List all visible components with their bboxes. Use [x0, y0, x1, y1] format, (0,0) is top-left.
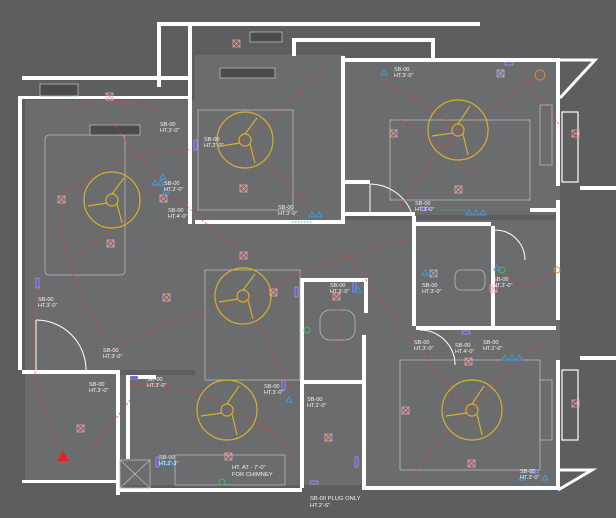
ceiling-light-icon	[239, 184, 248, 193]
socket-triangle-icon	[501, 354, 523, 361]
socket-triangle-icon	[541, 474, 549, 481]
ceiling-light-icon	[232, 39, 241, 48]
switch-board-icon	[155, 456, 160, 468]
switch-board-icon	[281, 379, 286, 391]
ceiling-light-icon	[464, 357, 473, 366]
socket-triangle-icon	[308, 211, 323, 218]
ceiling-light-icon	[571, 399, 580, 408]
switch-board-icon	[529, 469, 539, 474]
ceiling-light-icon	[389, 129, 398, 138]
ceiling-light-icon	[224, 452, 233, 461]
socket-triangle-icon	[421, 269, 436, 276]
chimney-note: HT. AT - 7'-0"FOR CHIMNEY	[232, 465, 273, 478]
switch-board-icon	[35, 277, 40, 289]
warning-triangle-icon	[57, 451, 69, 461]
exhaust-fan-icon	[498, 266, 506, 274]
switch-board-icon	[129, 375, 139, 380]
switch-board-icon	[420, 206, 430, 211]
ceiling-fan-icon	[216, 111, 274, 169]
door-swings	[35, 183, 526, 371]
ceiling-fan-icon	[196, 379, 258, 441]
socket-triangle-icon	[162, 187, 170, 194]
switch-board-icon	[309, 480, 319, 485]
floor-areas	[25, 55, 560, 490]
ceiling-light-icon	[162, 293, 171, 302]
socket-triangle-icon	[151, 179, 165, 186]
socket-triangle-icon	[159, 459, 174, 466]
ceiling-fan-icon	[441, 379, 503, 441]
ceiling-light-icon	[467, 459, 476, 468]
wiring-runs	[32, 59, 576, 481]
ceiling-light-icon	[159, 194, 168, 203]
socket-triangle-icon	[159, 173, 167, 180]
switch-board-icon	[294, 286, 299, 298]
switch-board-icon	[193, 139, 198, 151]
ceiling-fan-icon	[427, 99, 489, 161]
socket-points	[151, 69, 549, 481]
ceiling-fan-icon	[83, 171, 141, 229]
ceiling-light-icon	[324, 433, 333, 442]
walls	[18, 22, 616, 495]
switch-board-icon	[461, 330, 471, 335]
socket-triangle-icon	[380, 69, 504, 76]
socket-triangle-icon	[285, 396, 293, 403]
exhaust-fan-icon	[218, 478, 226, 486]
socket-triangle-icon	[493, 264, 501, 271]
exhaust-fan-icon	[303, 326, 311, 334]
exhaust-fan-icon	[534, 69, 546, 81]
ceiling-light-icon	[401, 406, 410, 415]
ceiling-light-icon	[57, 195, 66, 204]
ceiling-light-icon	[454, 185, 463, 194]
ceiling-light-icon	[269, 288, 278, 297]
switch-board-icon	[504, 61, 514, 66]
furniture	[39, 31, 553, 489]
ceiling-light-icon	[239, 251, 248, 260]
socket-triangle-icon	[354, 286, 362, 293]
ceiling-light-icon	[571, 129, 580, 138]
ceiling-light-icon	[105, 92, 114, 101]
ceiling-light-icon	[76, 424, 85, 433]
switch-boards	[35, 61, 539, 485]
socket-triangle-icon	[518, 474, 526, 481]
socket-triangle-icon	[465, 209, 487, 216]
switch-board-icon	[354, 456, 359, 468]
ceiling-light-icon	[106, 239, 115, 248]
exhaust-fan-icon	[553, 266, 561, 274]
balcony-frames	[557, 58, 599, 492]
ceiling-light-icon	[332, 292, 341, 301]
misc-symbols	[218, 69, 561, 486]
ceiling-light-icon	[489, 284, 498, 293]
